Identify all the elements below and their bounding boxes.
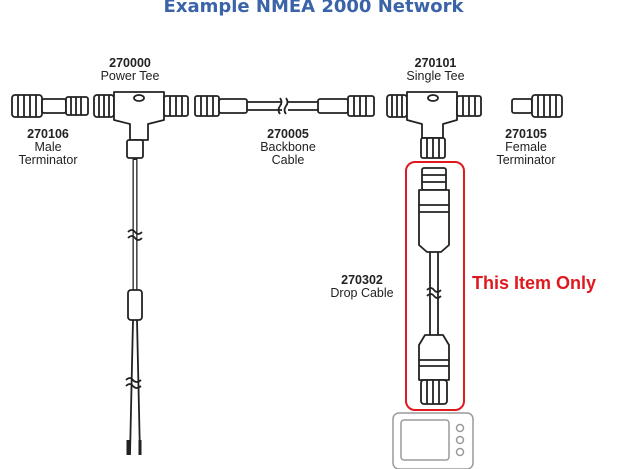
male-terminator-part-number: 270106 bbox=[27, 127, 69, 141]
male-terminator-name-line-1: Male bbox=[34, 140, 62, 154]
backbone-cable-name-line-2: Cable bbox=[271, 153, 305, 167]
single-tee-name: Single Tee bbox=[406, 69, 465, 83]
power-tee-part-number: 270000 bbox=[109, 56, 151, 70]
female-terminator-label: 270105 Female Terminator bbox=[484, 128, 568, 167]
highlight-box bbox=[405, 161, 465, 411]
display-unit-shape bbox=[392, 412, 474, 469]
power-tee-shape bbox=[93, 91, 189, 456]
single-tee-label: 270101 Single Tee bbox=[398, 57, 473, 83]
drop-cable-shape bbox=[418, 167, 450, 405]
backbone-cable-name-line-1: Backbone bbox=[260, 140, 316, 154]
single-tee-shape bbox=[386, 91, 482, 159]
male-terminator-label: 270106 Male Terminator bbox=[6, 128, 90, 167]
power-tee-label: 270000 Power Tee bbox=[95, 57, 165, 83]
this-item-only-callout: This Item Only bbox=[472, 273, 597, 293]
diagram-title: Example NMEA 2000 Network bbox=[163, 0, 464, 17]
female-terminator-part-number: 270105 bbox=[505, 127, 547, 141]
female-terminator-shape bbox=[511, 94, 563, 118]
drop-cable-name: Drop Cable bbox=[330, 286, 394, 300]
male-terminator-name-line-2: Terminator bbox=[18, 153, 78, 167]
backbone-cable-part-number: 270005 bbox=[267, 127, 309, 141]
power-tee-name: Power Tee bbox=[100, 69, 160, 83]
backbone-cable-label: 270005 Backbone Cable bbox=[248, 128, 328, 167]
female-terminator-name-line-2: Terminator bbox=[496, 153, 556, 167]
drop-cable-label: 270302 Drop Cable bbox=[322, 274, 402, 300]
female-terminator-name-line-1: Female bbox=[505, 140, 547, 154]
drop-cable-part-number: 270302 bbox=[341, 273, 383, 287]
single-tee-part-number: 270101 bbox=[414, 56, 457, 70]
backbone-cable-shape bbox=[194, 95, 375, 117]
male-terminator-shape bbox=[11, 94, 89, 118]
